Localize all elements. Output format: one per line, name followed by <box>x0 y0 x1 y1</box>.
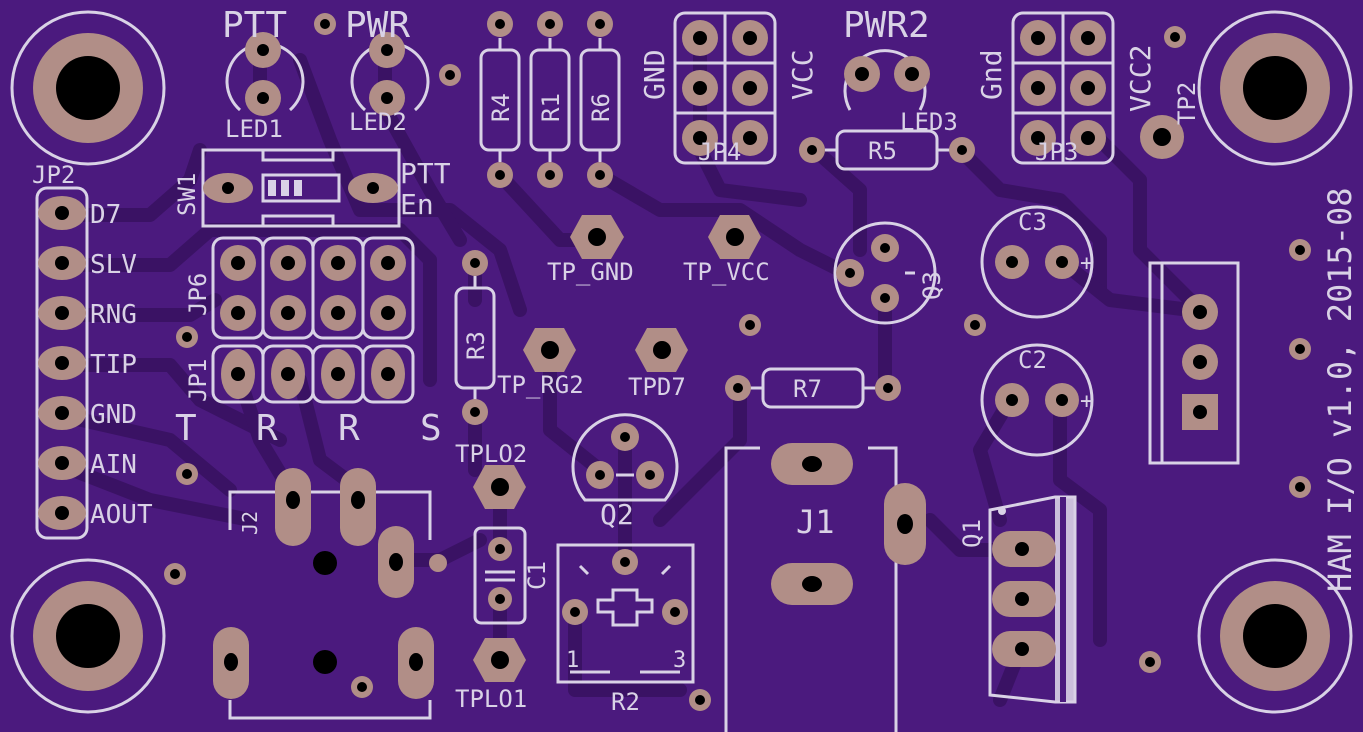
label-c2: C2 <box>1018 346 1047 374</box>
label-jp3: JP3 <box>1035 138 1078 166</box>
label-q1: Q1 <box>958 519 986 548</box>
label-jp2-pin-1: SLV <box>90 250 137 280</box>
label-tplo2: TPLO2 <box>455 440 527 468</box>
label-jp2: JP2 <box>32 161 75 189</box>
vias <box>164 13 1311 711</box>
mounting-hole-bottom-left <box>10 558 166 714</box>
testpoint-tp2 <box>1140 115 1184 159</box>
label-jp2-pin-6: AOUT <box>90 500 153 530</box>
label-pwr2: PWR2 <box>843 5 930 46</box>
header-jp6 <box>211 236 415 340</box>
label-tp-gnd: TP_GND <box>547 258 634 286</box>
header-jp6-pads <box>220 245 406 331</box>
mounting-holes <box>10 10 1353 714</box>
label-j1: J1 <box>796 503 835 541</box>
label-led1: LED1 <box>225 115 283 143</box>
resistor-r3 <box>454 250 496 425</box>
label-jp2-pin-4: GND <box>90 400 137 430</box>
capacitor-c2 <box>980 343 1094 457</box>
header-jp3 <box>1011 11 1115 165</box>
label-jp2-pin-5: AIN <box>90 450 137 480</box>
label-tpd7: TPD7 <box>628 373 686 401</box>
led3-footprint <box>843 49 930 111</box>
label-r6: R6 <box>587 93 615 122</box>
jack-j1 <box>724 443 926 732</box>
label-q2: Q2 <box>600 498 634 531</box>
label-s: S <box>420 408 442 449</box>
led1-footprint <box>225 32 305 116</box>
label-r2: R2 <box>611 688 640 716</box>
label-r7: R7 <box>793 375 822 403</box>
label-c3: C3 <box>1018 208 1047 236</box>
label-ptt-en-1: PTT <box>400 157 451 190</box>
label-tplo1: TPLO1 <box>455 685 527 713</box>
label-led3: LED3 <box>900 108 958 136</box>
label-t: T <box>175 408 197 449</box>
silkscreen-labels: PTT PWR PWR2 LED1 LED2 LED3 R4 R1 R6 GND… <box>32 5 1359 716</box>
label-jp2-pin-3: TIP <box>90 350 137 380</box>
label-r1: R1 <box>537 93 565 122</box>
label-q3: Q3 <box>918 271 946 300</box>
label-jp2-pin-2: RNG <box>90 300 137 330</box>
label-tp-rg2: TP_RG2 <box>497 371 584 399</box>
jack-j2 <box>213 468 434 720</box>
mounting-hole-top-left <box>10 10 166 166</box>
transistor-q2 <box>571 413 679 502</box>
label-j2: J2 <box>238 511 262 535</box>
label-gnd-left: GND <box>638 49 671 100</box>
label-r3: R3 <box>462 331 490 360</box>
testpoints <box>473 215 761 682</box>
header-jp4 <box>673 11 777 165</box>
label-led2: LED2 <box>349 108 407 136</box>
label-ptt-en-2: En <box>400 188 434 221</box>
terminal-block <box>1148 261 1240 465</box>
label-ptt-top: PTT <box>222 5 287 46</box>
label-c1: C1 <box>523 561 551 590</box>
led2-footprint <box>350 32 430 116</box>
label-c2-plus: + <box>1080 389 1093 414</box>
mounting-hole-top-right <box>1197 10 1353 166</box>
label-c3-plus: + <box>1080 251 1093 276</box>
label-sw1: SW1 <box>173 173 201 216</box>
header-jp2 <box>35 186 89 540</box>
transistor-q3 <box>833 221 937 325</box>
label-vcc: VCC <box>786 49 819 100</box>
label-board-version: HAM I/O v1.0, 2015-08 <box>1321 187 1359 592</box>
label-jp1: JP1 <box>184 359 212 402</box>
switch-sw1 <box>201 148 401 228</box>
label-jp4: JP4 <box>698 138 741 166</box>
label-r5: R5 <box>868 137 897 165</box>
label-pot-1: 1 <box>566 648 579 673</box>
mounting-hole-bottom-right <box>1197 558 1353 714</box>
potentiometer-r2 <box>556 543 695 684</box>
label-jp6: JP6 <box>184 273 212 316</box>
label-r-b: R <box>338 408 360 449</box>
label-pot-3: 3 <box>673 648 686 673</box>
label-gnd-right: Gnd <box>975 49 1008 100</box>
resistor-r6 <box>579 11 621 188</box>
resistor-r1 <box>529 11 571 188</box>
label-vcc2: VCC2 <box>1124 45 1157 112</box>
label-tp2: TP2 <box>1173 82 1201 125</box>
label-pwr-top: PWR <box>345 5 410 46</box>
resistor-r5 <box>799 129 975 171</box>
label-jp2-pin-0: D7 <box>90 200 121 230</box>
resistor-r4 <box>479 11 521 188</box>
capacitor-c3 <box>980 205 1094 319</box>
resistor-r7 <box>725 367 901 409</box>
label-r-a: R <box>256 408 278 449</box>
label-r4: R4 <box>487 93 515 122</box>
label-tp-vcc: TP_VCC <box>683 258 770 286</box>
header-jp1 <box>211 344 415 404</box>
capacitor-c1 <box>473 526 527 625</box>
transistor-q1 <box>988 495 1077 704</box>
traces <box>53 33 1197 707</box>
